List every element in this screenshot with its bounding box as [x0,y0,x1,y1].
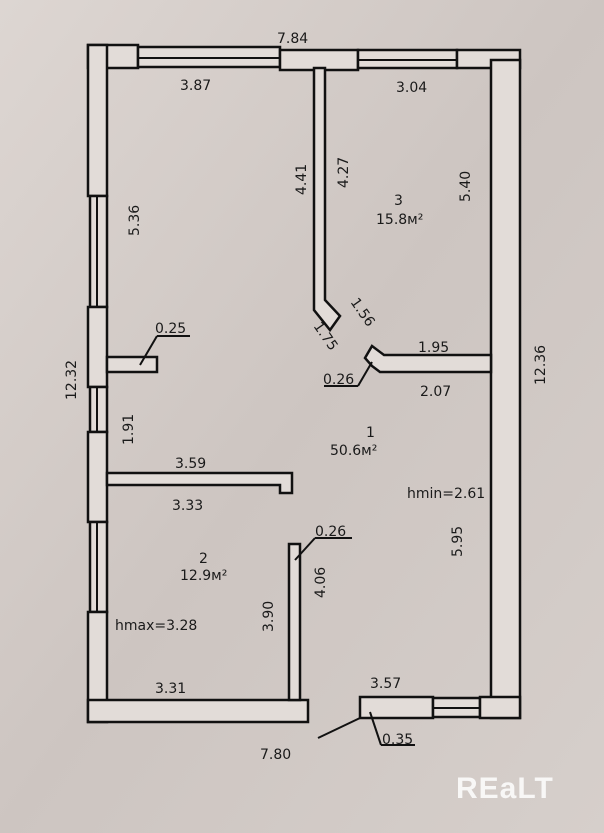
dim-right-upper: 5.40 [458,171,474,202]
dim-left-upper: 5.36 [127,205,143,236]
dim-right-lower: 5.95 [450,526,466,557]
dim-bedroom-height: 3.90 [261,601,277,632]
dim-partition-thickness-1: 0.26 [323,372,354,388]
dim-bottom-left: 3.31 [155,681,186,697]
dim-overall-left: 12.32 [64,360,80,400]
room-1-number: 1 [366,425,375,441]
dim-overall-top: 7.84 [277,31,308,47]
dim-overall-bottom: 7.80 [260,747,291,763]
dim-hall-wall-bottom: 3.33 [172,498,203,514]
dim-bottom-thickness: 0.35 [382,732,413,748]
room-3-area: 15.8м² [376,212,423,228]
interior-partitions [105,66,493,702]
dim-partition-thickness-2: 0.26 [315,524,346,540]
dim-overall-right: 12.36 [533,345,549,385]
realt-watermark: REaLT [456,772,554,805]
height-min: hmin=2.61 [407,486,485,502]
leader-lines [139,335,415,746]
dim-bottom-right: 3.57 [370,676,401,692]
room-1-area: 50.6м² [330,443,377,459]
height-max: hmax=3.28 [115,618,197,634]
dim-left-middle: 1.91 [121,414,137,445]
dim-top-left-room: 3.87 [180,78,211,94]
room-2-area: 12.9м² [180,568,227,584]
dim-wall-lower: 2.07 [420,384,451,400]
dim-hall-wall-top: 3.59 [175,456,206,472]
dim-partition-right: 4.27 [336,157,352,188]
dim-stub-thickness: 0.25 [155,321,186,337]
dim-top-right-room: 3.04 [396,80,427,96]
room-3-number: 3 [394,193,403,209]
dim-wall-upper: 1.95 [418,340,449,356]
room-2-number: 2 [199,551,208,567]
dim-partition-left: 4.41 [294,164,310,195]
outer-walls [86,43,522,724]
dim-bedroom-partition: 4.06 [313,567,329,598]
